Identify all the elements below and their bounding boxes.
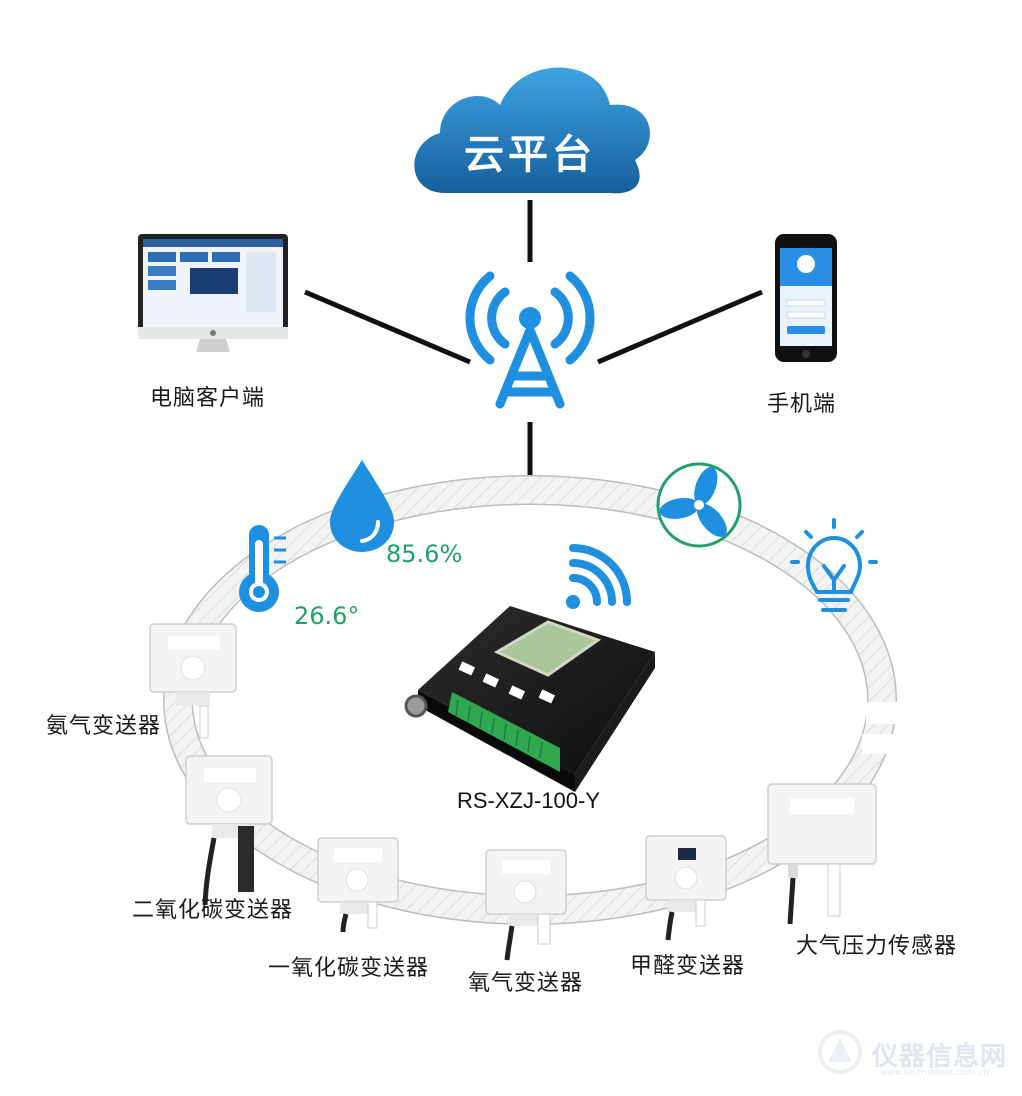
wifi-icon (566, 544, 631, 609)
connection-lines (304, 200, 763, 476)
sensor-label-oxygen: 氧气变送器 (468, 971, 584, 996)
ammonia-transmitter (149, 623, 237, 739)
monitor-icon (138, 234, 288, 352)
temperature-reading: 26.6° (294, 602, 360, 630)
fan-icon (656, 462, 742, 548)
thermometer-icon (239, 525, 286, 612)
formaldehyde-transmitter (645, 835, 727, 941)
carbon-dioxide-transmitter (185, 755, 273, 906)
carbon-monoxide-transmitter (317, 837, 399, 933)
watermark-text: 仪器信息网 (872, 1042, 1008, 1072)
smartphone-icon (775, 234, 837, 362)
sensor-label-formaldehyde: 甲醛变送器 (630, 954, 746, 979)
cloud-platform-label: 云平台 (464, 132, 596, 178)
light-bulb-icon (790, 518, 878, 612)
antenna-tower-icon (465, 271, 595, 409)
humidity-reading: 85.6% (386, 540, 463, 568)
water-drop-icon (330, 460, 394, 552)
sensor-label-carbon-monoxide: 一氧化碳变送器 (268, 956, 430, 981)
pc-client-label: 电脑客户端 (150, 386, 266, 411)
sensor-label-atmospheric-pressure: 大气压力传感器 (796, 934, 958, 959)
oxygen-transmitter (485, 849, 567, 961)
watermark-url: www.instrument.com.cn (880, 1068, 990, 1078)
atmospheric-pressure-sensor (767, 783, 877, 925)
controller-device (404, 606, 655, 792)
sensor-label-carbon-dioxide: 二氧化碳变送器 (132, 898, 294, 923)
sensor-label-ammonia: 氨气变送器 (46, 714, 162, 739)
watermark-logo (818, 1030, 862, 1074)
controller-model-label: RS-XZJ-100-Y (457, 788, 601, 813)
phone-client-label: 手机端 (767, 392, 837, 417)
cloud-icon (414, 67, 650, 194)
